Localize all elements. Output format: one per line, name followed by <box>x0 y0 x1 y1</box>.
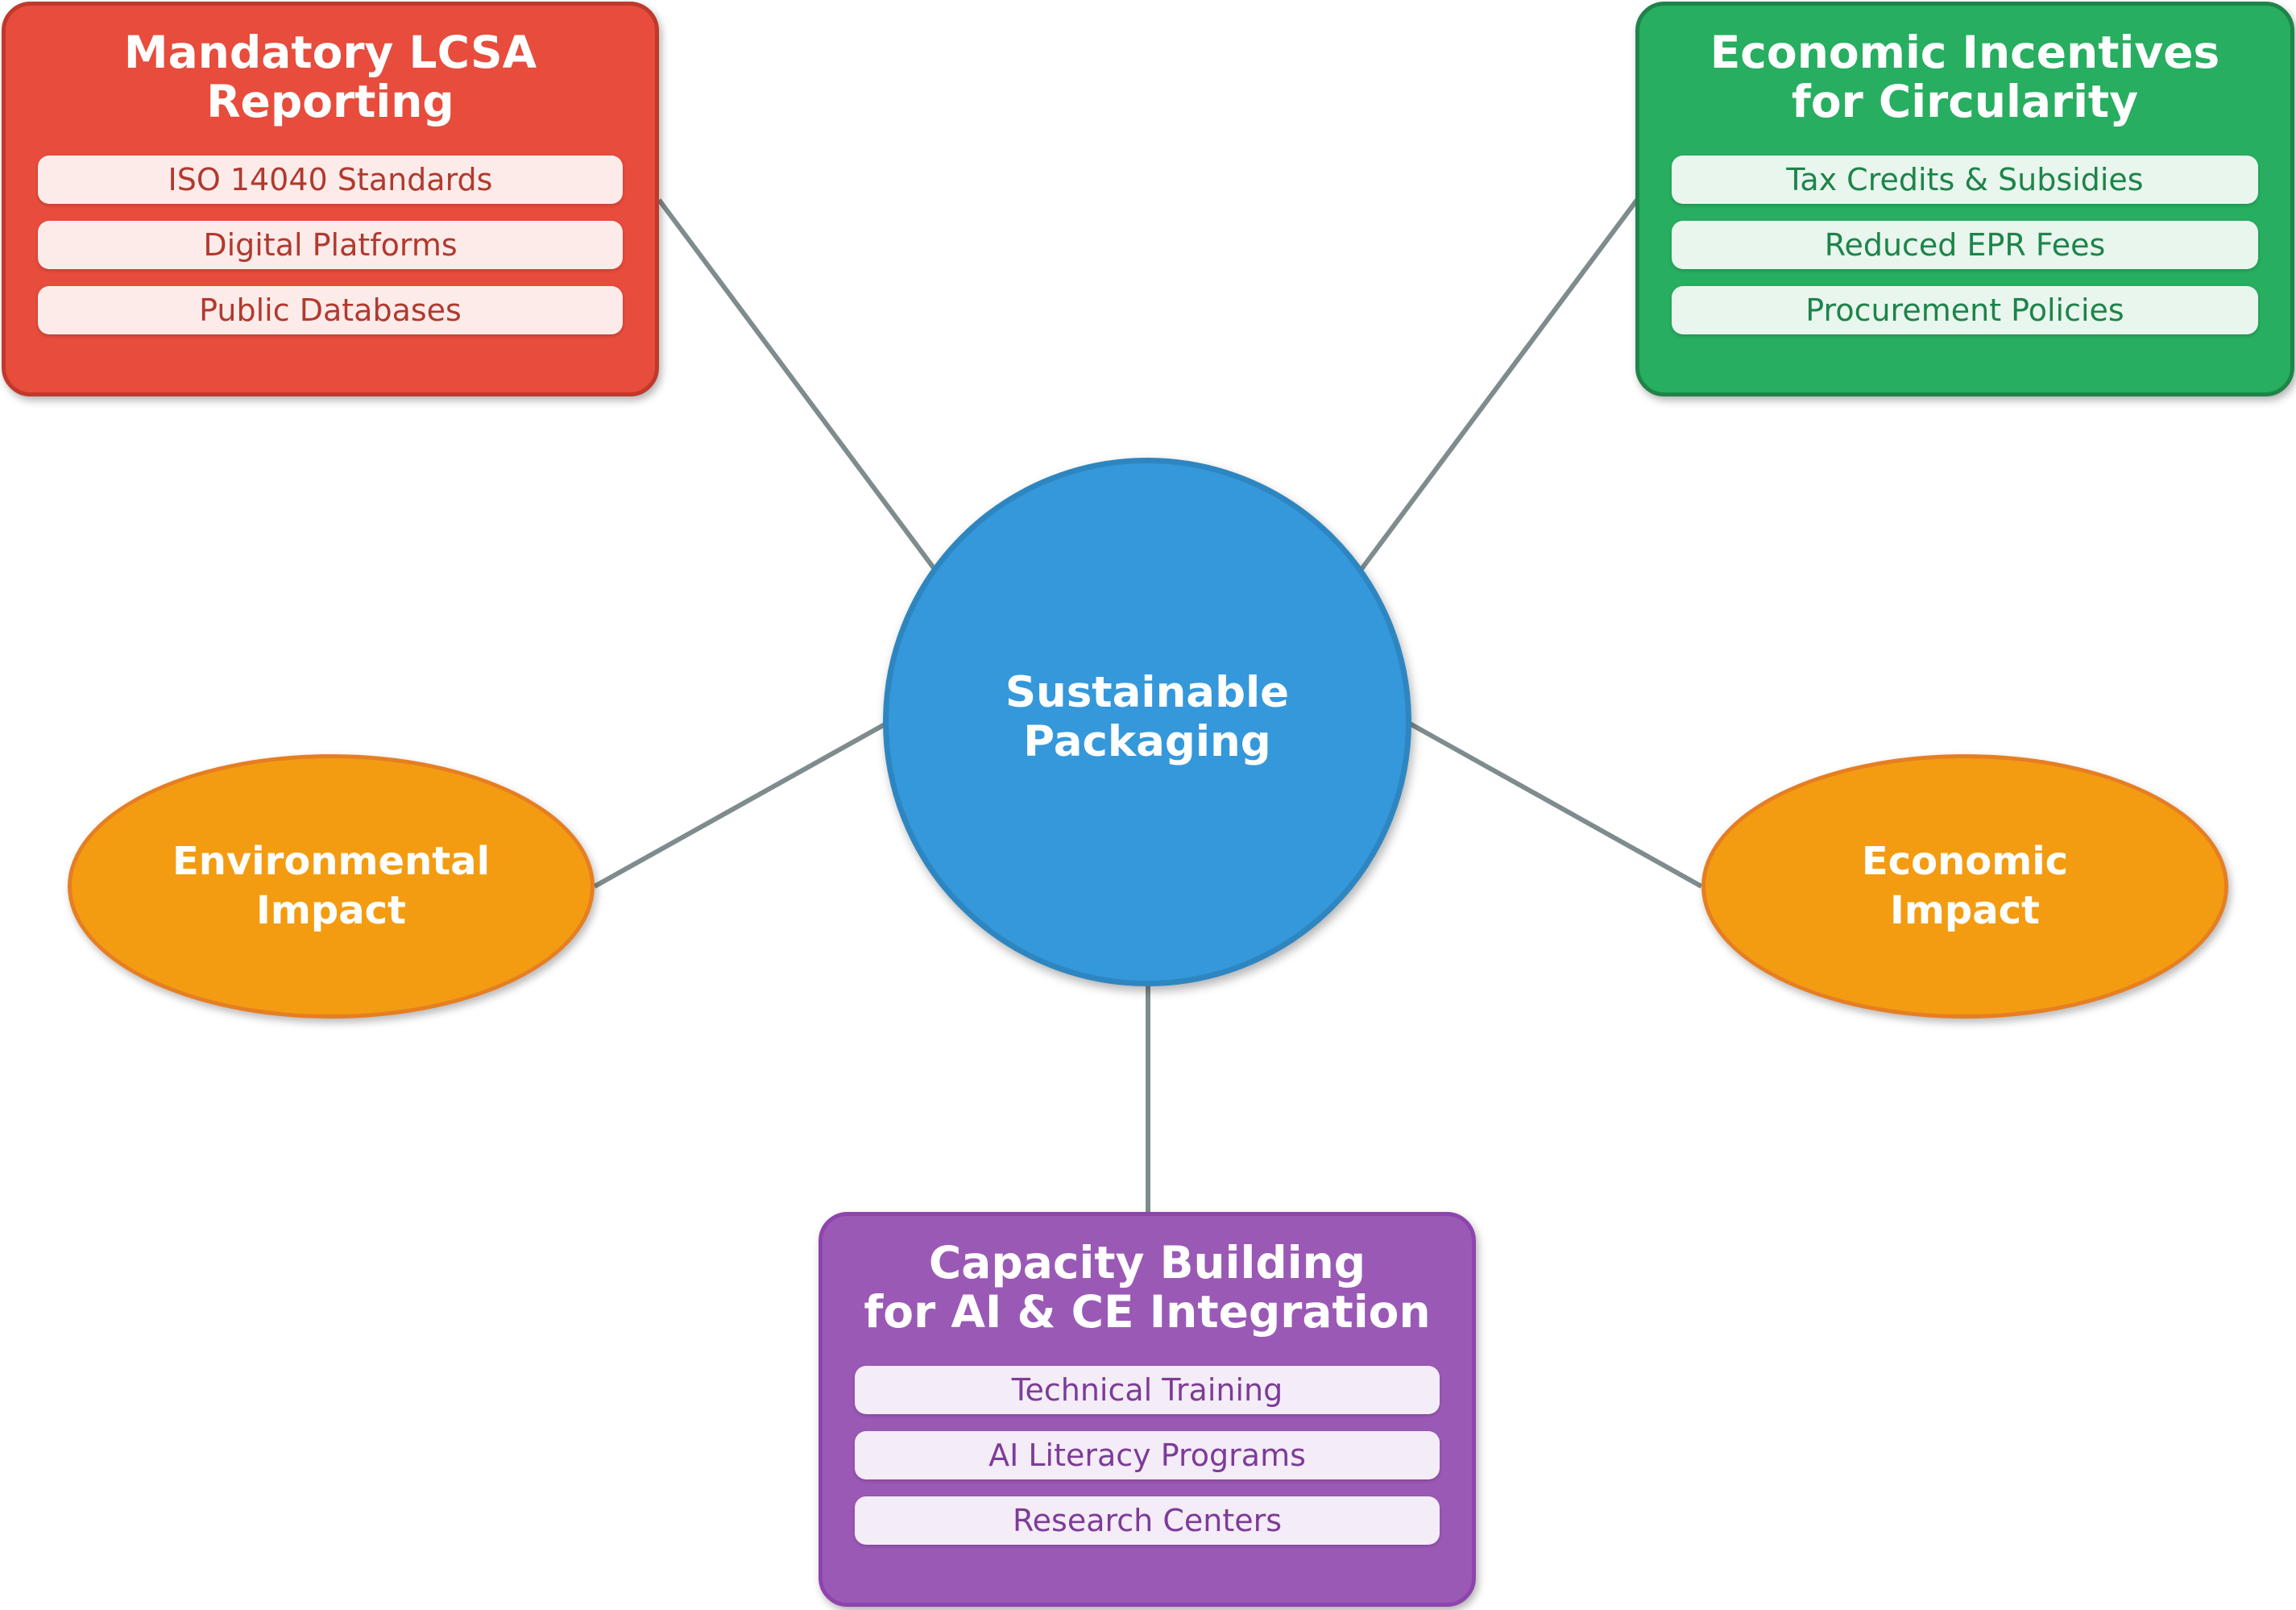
capacity-building-item: Technical Training <box>855 1366 1440 1414</box>
economic-incentives-title: Economic Incentives for Circularity <box>1710 27 2220 127</box>
sustainable-packaging-node: Sustainable Packaging <box>883 458 1411 986</box>
economic-incentives-item: Reduced EPR Fees <box>1672 221 2258 269</box>
capacity-building-item: Research Centers <box>855 1496 1440 1545</box>
mandatory-lcsa-item: Digital Platforms <box>38 221 623 269</box>
economic-incentives-item: Tax Credits & Subsidies <box>1672 156 2258 204</box>
environmental-impact-label: Environmental Impact <box>172 839 491 933</box>
connector-economic-impact <box>1408 721 1703 889</box>
mandatory-lcsa-item: Public Databases <box>38 286 623 334</box>
capacity-building-title: Capacity Building for AI & CE Integratio… <box>864 1237 1431 1338</box>
capacity-building-box: Capacity Building for AI & CE Integratio… <box>819 1212 1476 1607</box>
economic-incentives-item: Procurement Policies <box>1672 286 2258 334</box>
economic-impact-node: Economic Impact <box>1701 754 2228 1019</box>
economic-impact-label: Economic Impact <box>1861 839 2069 933</box>
mandatory-lcsa-item: ISO 14040 Standards <box>38 156 623 204</box>
connector-environmental-impact <box>593 721 888 889</box>
economic-incentives-box: Economic Incentives for Circularity Tax … <box>1635 2 2294 396</box>
capacity-building-item: AI Literacy Programs <box>855 1431 1440 1479</box>
environmental-impact-node: Environmental Impact <box>68 754 595 1019</box>
connector-economic-incentives <box>1343 198 1639 592</box>
connector-mandatory-lcsa <box>657 198 953 592</box>
mandatory-lcsa-box: Mandatory LCSA Reporting ISO 14040 Stand… <box>2 2 659 396</box>
mandatory-lcsa-title: Mandatory LCSA Reporting <box>123 27 537 127</box>
sustainable-packaging-label: Sustainable Packaging <box>1005 668 1290 766</box>
